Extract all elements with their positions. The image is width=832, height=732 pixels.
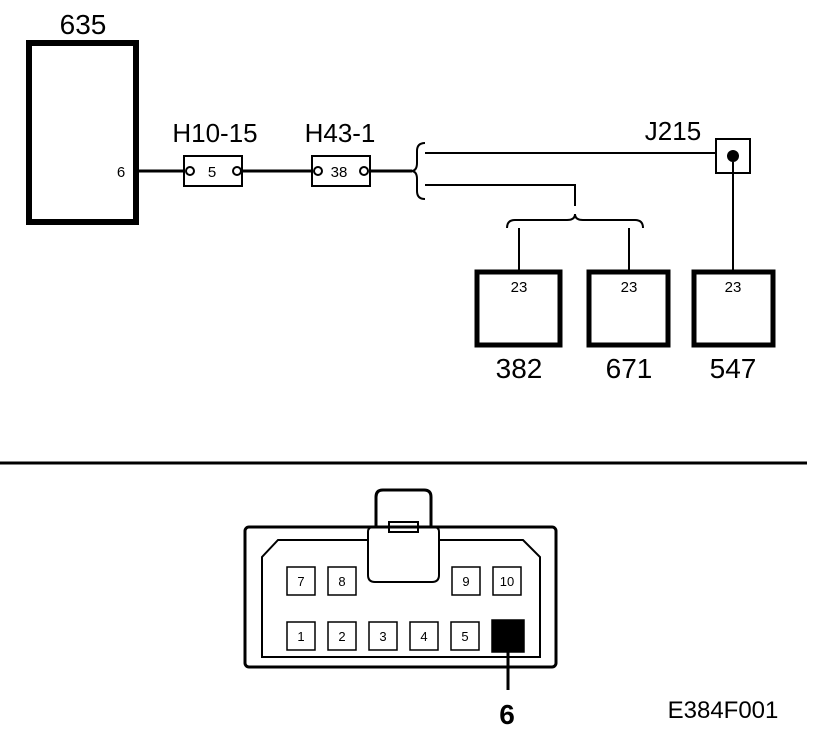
connector-housing-inner [261,539,541,658]
cavity-9 [451,566,481,596]
junction-j215-dot [727,150,739,162]
cavity-1-label: 1 [297,629,304,644]
connector-h43-pin: 38 [331,164,348,181]
cavity-7 [286,566,316,596]
cavity-3-label: 3 [379,629,386,644]
connector-h10-terminal-right [232,166,242,176]
figure-code: E384F001 [668,697,779,724]
branch-brace-vertical [410,142,426,200]
component-671-box [586,269,671,348]
cavity-8-label: 8 [338,574,345,589]
cavity-4-label: 4 [420,629,427,644]
component-547-label: 547 [710,353,757,384]
component-547-box [691,269,776,348]
cavity-3 [368,621,398,651]
junction-j215-label: J215 [645,116,701,146]
connector-key [367,526,440,540]
component-635-box [26,40,139,225]
component-635-label: 635 [60,9,107,40]
cavity-4 [409,621,439,651]
cavity-5 [450,621,480,651]
cavity-7-label: 7 [297,574,304,589]
component-671-label: 671 [606,353,653,384]
cavity-5-label: 5 [461,629,468,644]
connector-h10-label: H10-15 [172,118,257,148]
cavity-6-highlighted [491,619,525,653]
component-382-box [474,269,563,348]
cavity-1 [286,621,316,651]
connector-h43-terminal-right [359,166,369,176]
component-547-pin: 23 [725,279,742,296]
wire-to-branch [425,184,576,206]
cavity-9-label: 9 [462,574,469,589]
connector-h43-label: H43-1 [305,118,376,148]
cavity-2 [327,621,357,651]
component-382-label: 382 [496,353,543,384]
connector-latch [374,488,433,528]
connector-h43-terminal-left [313,166,323,176]
branch-brace-horizontal [506,213,644,229]
cavity-2-label: 2 [338,629,345,644]
connector-h10-terminal-left [185,166,195,176]
connector-face [243,488,558,669]
component-382-pin: 23 [511,279,528,296]
component-635-pin: 6 [117,164,125,181]
component-671-pin: 23 [621,279,638,296]
connector-h10-pin: 5 [208,164,216,181]
cavity-10 [492,566,522,596]
cavity-10-label: 10 [500,574,514,589]
pin-6-callout-label: 6 [499,699,515,730]
cavity-8 [327,566,357,596]
